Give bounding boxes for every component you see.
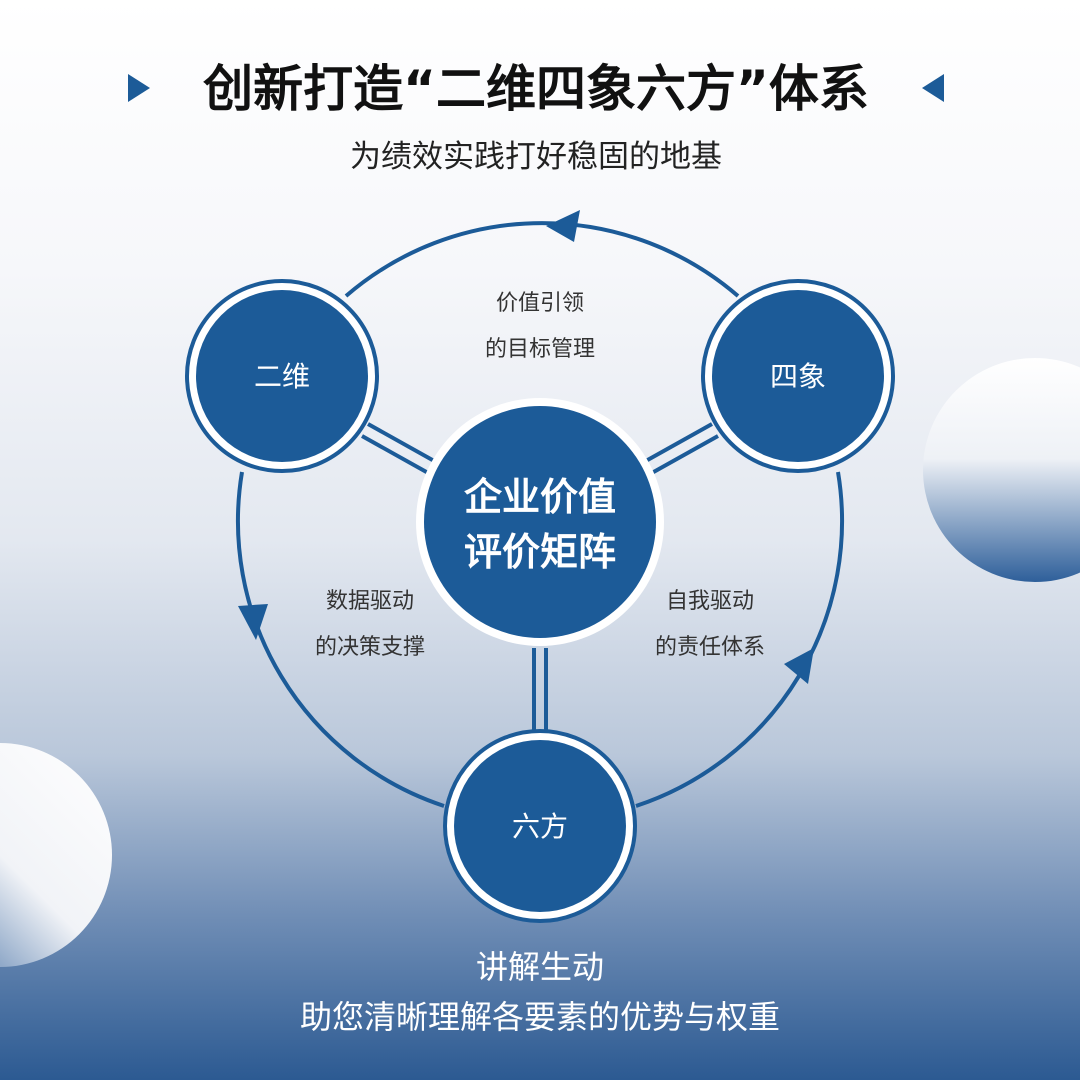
arrow-top-icon [546,210,580,242]
page-subtitle: 为绩效实践打好稳固的地基 [350,139,722,175]
label-right-2: 的责任体系 [655,635,765,660]
node-liufang: 六方 [443,729,637,923]
page-title: 创新打造“二维四象六方”体系 [203,60,869,118]
decorative-sphere-left [0,743,112,967]
node-label: 二维 [254,360,310,393]
label-top-2: 的目标管理 [485,337,595,362]
center-line1: 企业价值 [464,475,616,519]
arc-left [236,471,445,808]
center-line2: 评价矩阵 [464,530,616,574]
label-top-1: 价值引领 [496,291,584,316]
footer-line1: 讲解生动 [476,948,604,986]
label-right-1: 自我驱动 [666,589,754,614]
triangle-left-icon [128,74,150,102]
node-label: 四象 [770,360,826,393]
label-left-2: 的决策支撑 [315,635,425,660]
decorative-sphere-right [923,358,1080,582]
node-label: 六方 [512,810,568,843]
arc-right [635,471,844,808]
center-node: 企业价值 评价矩阵 [416,398,664,646]
cycle-arrows [236,221,844,808]
connectors [361,422,719,730]
arc-top [344,221,740,298]
node-erwei: 二维 [185,279,379,473]
arrow-right-icon [784,648,814,684]
arrow-left-icon [238,604,268,640]
footer-line2: 助您清晰理解各要素的优势与权重 [300,998,780,1036]
label-left-1: 数据驱动 [326,589,414,614]
node-sixiang: 四象 [701,279,895,473]
triangle-right-icon [922,74,944,102]
